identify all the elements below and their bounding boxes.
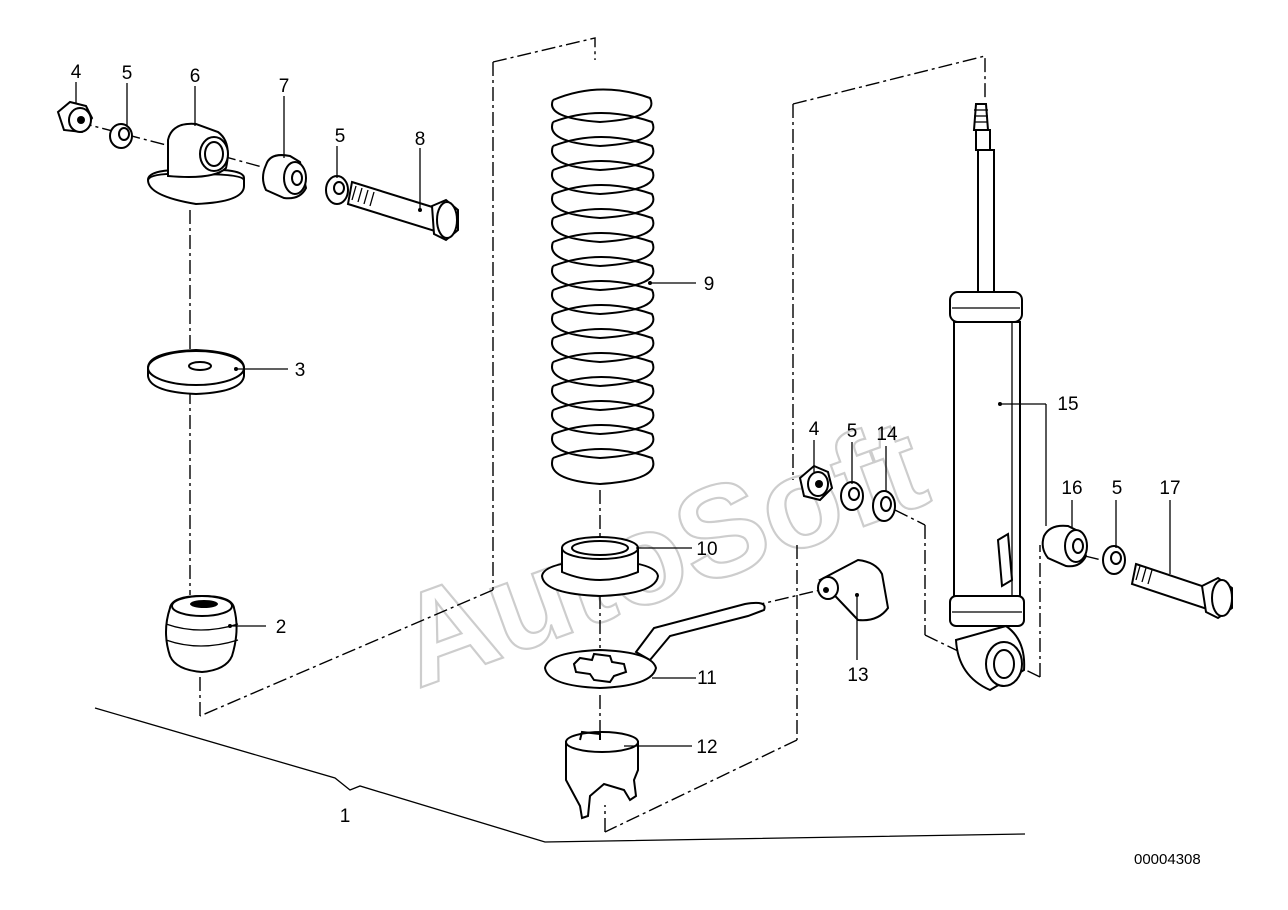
label-part-16: 16 — [1061, 478, 1082, 499]
label-part-3: 3 — [295, 360, 306, 381]
part-2-bumper — [165, 594, 239, 674]
part-4-nut-top — [56, 100, 94, 134]
part-16-bushing-right — [1041, 524, 1088, 568]
part-6-upper-mount — [146, 122, 245, 206]
label-part-5-right: 5 — [847, 421, 858, 442]
label-part-4-right: 4 — [809, 419, 820, 440]
part-12-clip-sleeve — [565, 730, 639, 820]
label-part-12: 12 — [696, 737, 717, 758]
label-part-6: 6 — [190, 66, 201, 87]
label-part-17: 17 — [1159, 478, 1180, 499]
leader-lines — [75, 82, 1171, 747]
part-7-bushing — [262, 154, 308, 200]
label-part-15: 15 — [1057, 394, 1078, 415]
label-part-9: 9 — [704, 274, 715, 295]
part-11-adjuster-plate — [543, 601, 766, 690]
part-13-bump-cone — [817, 558, 890, 622]
part-8-bolt — [346, 180, 459, 242]
part-3-plate — [147, 348, 245, 396]
label-part-11: 11 — [697, 668, 717, 689]
label-part-1: 1 — [340, 806, 351, 827]
label-part-14: 14 — [876, 424, 898, 445]
label-part-5-far-right: 5 — [1112, 478, 1123, 499]
part-17-bolt-right — [1130, 562, 1233, 620]
part-5-washer-far-right — [1102, 545, 1126, 575]
label-part-7: 7 — [279, 76, 290, 97]
label-part-2: 2 — [276, 617, 287, 638]
part-15-shock-absorber — [949, 103, 1026, 692]
part-5-washer-top-left — [109, 123, 133, 149]
part-5-washer-top-middle — [325, 175, 349, 205]
part-4-nut-right — [798, 464, 834, 502]
part-14-washer — [872, 490, 896, 522]
label-part-5-top-left: 5 — [122, 63, 133, 84]
label-part-8: 8 — [415, 129, 426, 150]
assembly-outline-lines — [77, 37, 1111, 833]
part-number-labels: 4 5 6 7 5 8 9 3 2 10 11 12 13 4 5 14 15 … — [71, 62, 1181, 827]
assembly-bracket — [94, 707, 1026, 843]
label-part-13: 13 — [847, 665, 868, 686]
label-part-4-top: 4 — [71, 62, 82, 83]
label-part-5-top-middle: 5 — [335, 126, 346, 147]
part-10-spring-seat — [540, 536, 660, 598]
label-part-10: 10 — [696, 539, 717, 560]
diagram-id-number: 00004308 — [1134, 851, 1201, 868]
part-5-washer-right — [840, 481, 864, 511]
part-9-coil-spring — [551, 88, 655, 486]
